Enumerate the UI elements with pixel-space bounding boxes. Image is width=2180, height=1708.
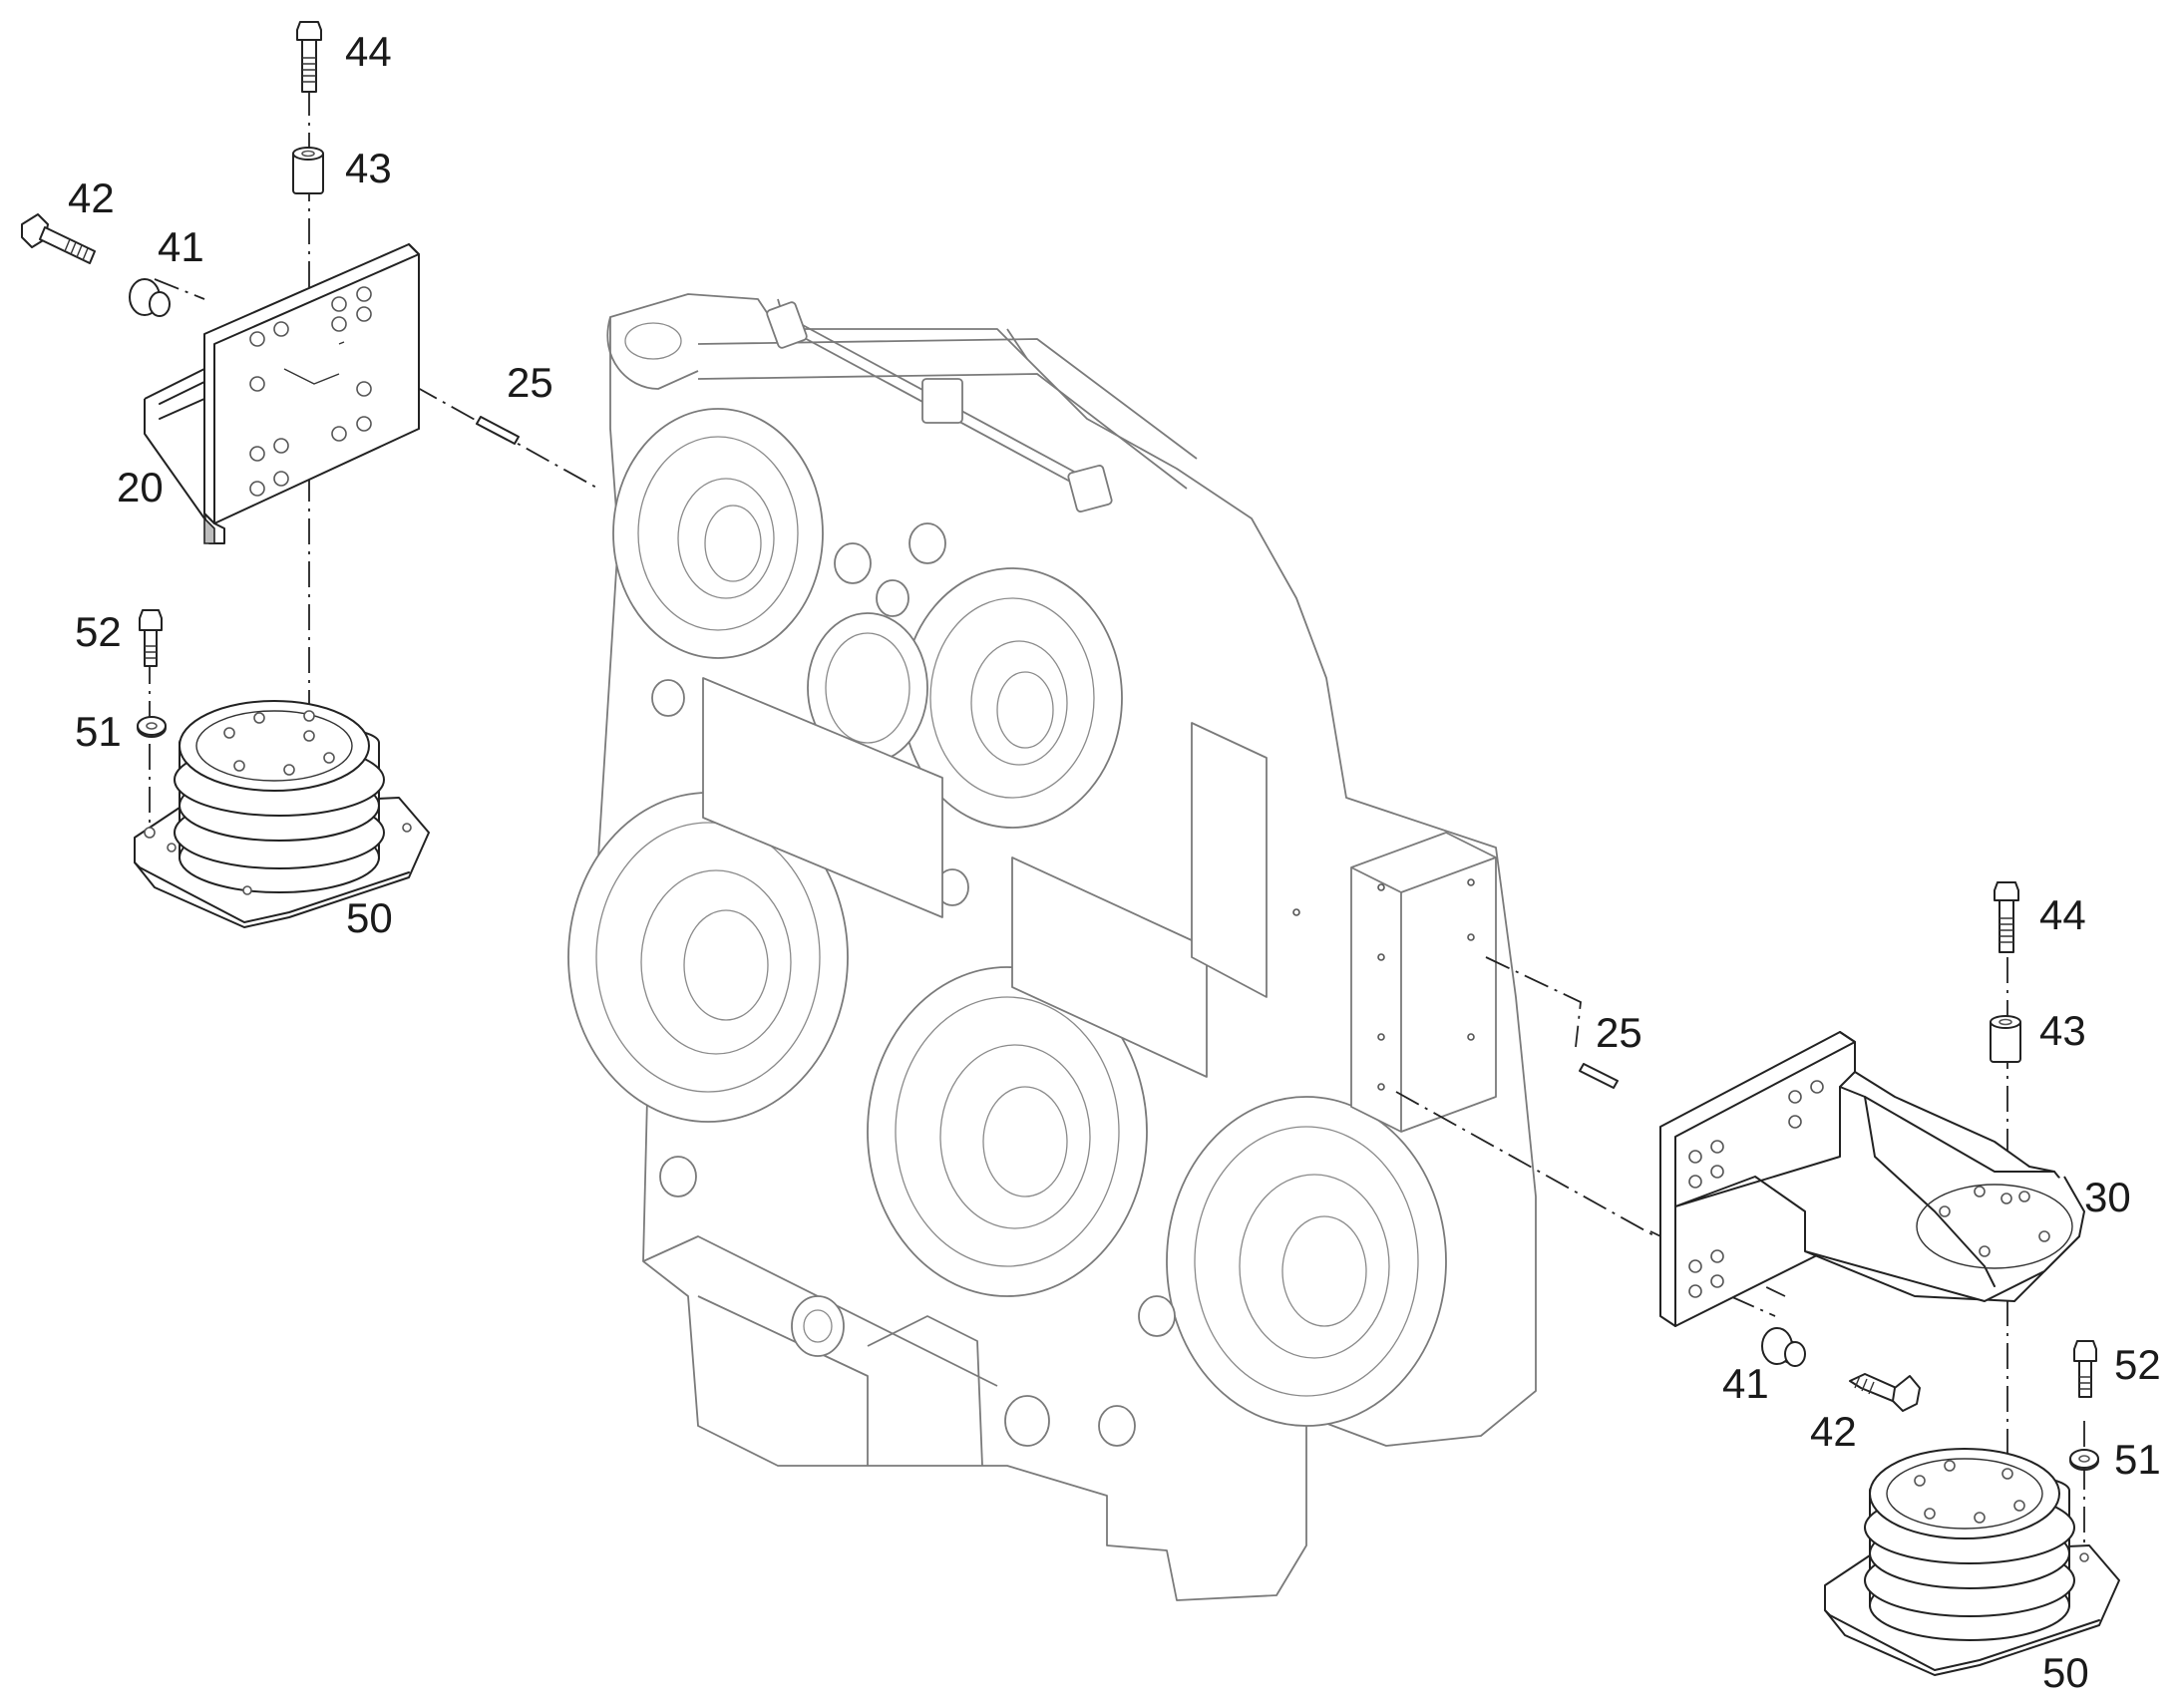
dowel-pin-right: [1579, 1063, 1619, 1089]
middle-left-bore: [567, 792, 849, 1123]
callout-42-right: 42: [1810, 1408, 1857, 1455]
callout-51-left: 51: [75, 708, 122, 755]
spacer-43-right: [1990, 1015, 2021, 1063]
upper-left-bore: [612, 408, 824, 659]
callout-30: 30: [2084, 1174, 2131, 1220]
vibration-isolator-left: [134, 700, 430, 928]
callout-50-left: 50: [346, 894, 393, 941]
callout-50-right: 50: [2042, 1649, 2089, 1696]
middle-center-bore: [867, 966, 1148, 1297]
bolt-42-right: [1849, 1373, 1921, 1412]
callout-44-top-left: 44: [345, 28, 392, 75]
callout-43-right: 43: [2039, 1007, 2086, 1054]
mounting-bracket-right: [1659, 1031, 2085, 1327]
mounting-bracket-left: [144, 243, 420, 544]
bolt-52-left: [139, 609, 163, 667]
spacer-43-left: [292, 147, 324, 194]
callout-41-right: 41: [1722, 1360, 1769, 1407]
bushing-41-left: [129, 278, 171, 317]
bolt-52-right: [2073, 1340, 2097, 1398]
callout-51-right: 51: [2114, 1436, 2161, 1483]
washer-51-right: [2069, 1449, 2099, 1471]
callout-43-top-left: 43: [345, 145, 392, 191]
bushing-41-right: [1761, 1327, 1806, 1367]
washer-51-left: [137, 716, 167, 738]
callout-20: 20: [117, 464, 164, 511]
lower-right-bore: [1166, 1096, 1447, 1427]
callout-41-top-left: 41: [158, 223, 204, 270]
bolt-44-left: [296, 21, 322, 93]
callout-52-right: 52: [2114, 1341, 2161, 1388]
callout-44-right: 44: [2039, 891, 2086, 938]
callout-labels: 44 43 42 41 25 20 52 51 50 44 43 25 30 4…: [68, 28, 2161, 1696]
bolt-42-left: [21, 213, 96, 264]
callout-42-top-left: 42: [68, 174, 115, 221]
callout-52-left: 52: [75, 608, 122, 655]
bolt-44-right: [1994, 881, 2019, 953]
gearbox-housing: [567, 293, 1537, 1601]
vibration-isolator-right: [1824, 1448, 2120, 1676]
callout-25-right: 25: [1596, 1009, 1642, 1056]
dowel-pin-left: [476, 416, 520, 445]
callout-25-left: 25: [507, 359, 553, 406]
